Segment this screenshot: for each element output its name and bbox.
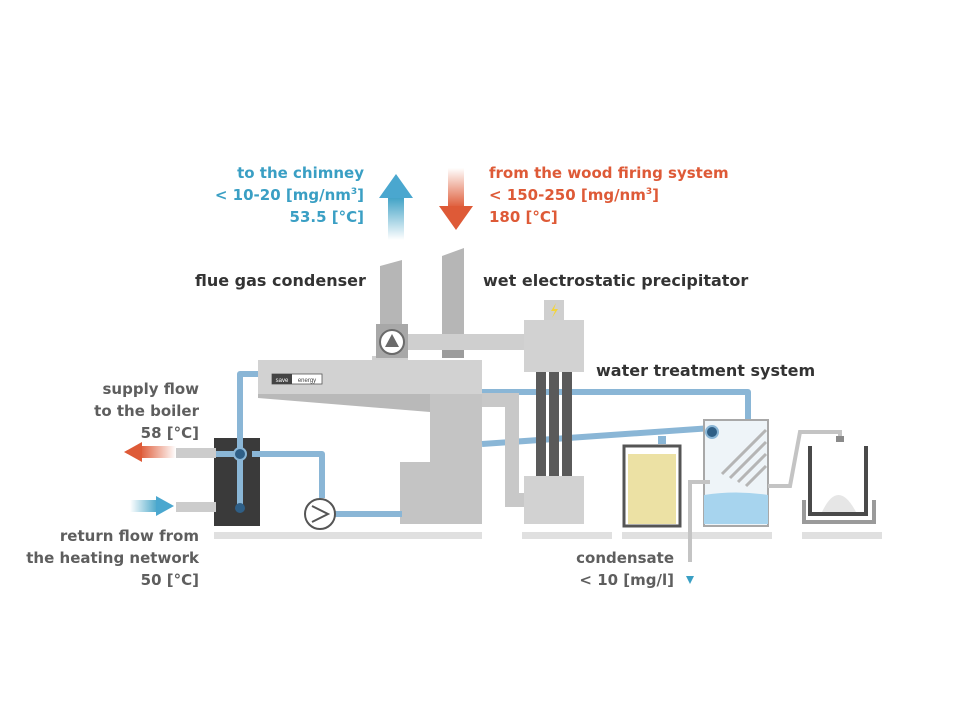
return-temperature: 50 [°C] (140, 571, 199, 589)
lamella-separator (703, 419, 769, 527)
brand-energy: energy (298, 378, 316, 384)
condensate-concentration: < 10 [mg/l] (579, 571, 674, 589)
supply-arrow-icon (124, 442, 176, 462)
fan-icon (385, 334, 399, 347)
lightning-icon (551, 303, 558, 318)
return-arrow-icon (130, 496, 174, 516)
firing-title: from the wood firing system (489, 164, 729, 182)
supply-line-2: to the boiler (94, 402, 199, 420)
drain-pipes (688, 430, 842, 562)
supply-line-1: supply flow (102, 380, 199, 398)
firing-temperature: 180 [°C] (489, 208, 558, 226)
return-line-2: the heating network (26, 549, 199, 567)
precipitator-label: wet electrostatic precipitator (483, 271, 749, 290)
fan-unit (376, 324, 408, 358)
supply-flow-label: supply flow to the boiler 58 [°C] (94, 378, 199, 444)
pipe-joints (233, 447, 247, 513)
flue-duct (402, 334, 526, 350)
brand-save: save (276, 378, 289, 384)
brand-plate: save energy (271, 373, 323, 385)
firing-dust: < 150-250 [mg/nm3] (489, 186, 659, 204)
condenser-label: flue gas condenser (195, 271, 366, 290)
treatment-tank-1 (622, 436, 682, 528)
water-treatment-label: water treatment system (596, 361, 816, 380)
firing-label: from the wood firing system < 150-250 [m… (489, 162, 729, 228)
floor-lines (214, 532, 882, 539)
supply-temperature: 58 [°C] (140, 424, 199, 442)
condensate-arrow-icon (686, 576, 694, 584)
return-line-1: return flow from (59, 527, 199, 545)
condenser-housing (258, 360, 482, 524)
condensate-title: condensate (576, 549, 674, 567)
chimney-arrow-icon (379, 174, 413, 240)
chimney-label: to the chimney < 10-20 [mg/nm3] 53.5 [°C… (215, 162, 364, 228)
return-flow-label: return flow from the heating network 50 … (26, 525, 199, 591)
pump-icon (311, 505, 331, 523)
chimney-temperature: 53.5 [°C] (289, 208, 364, 226)
electrostatic-precipitator (482, 300, 584, 524)
chimney-dust: < 10-20 [mg/nm3] (214, 186, 364, 204)
firing-arrow-icon (439, 168, 473, 230)
sludge-container (802, 436, 876, 524)
circulation-pump (304, 498, 336, 530)
chimney-title: to the chimney (237, 164, 364, 182)
exhaust-stacks (380, 248, 464, 358)
condensate-label: condensate < 10 [mg/l] (576, 547, 674, 591)
